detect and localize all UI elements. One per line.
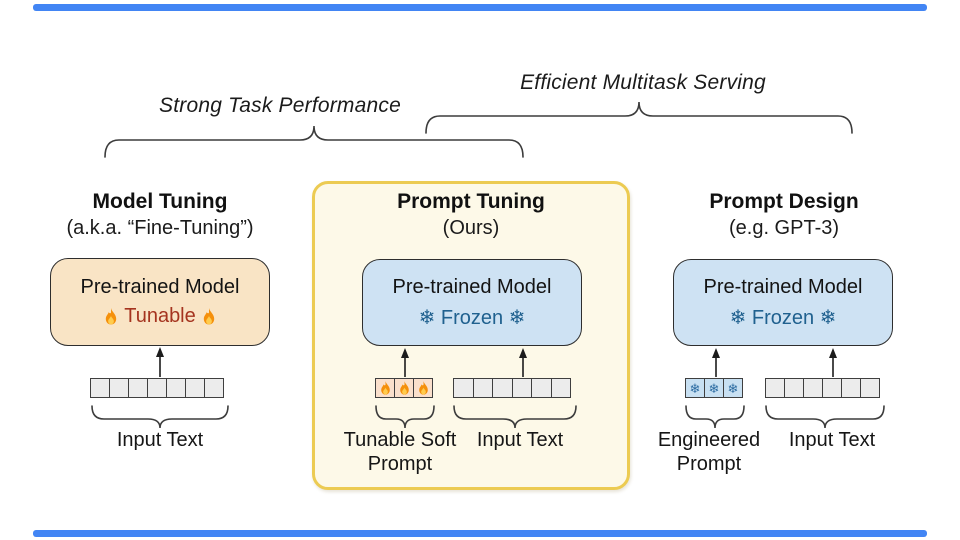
token-cell bbox=[784, 378, 804, 398]
soft-prompt-cell bbox=[375, 378, 395, 398]
pretrained-model-label: Pre-trained Model bbox=[80, 276, 240, 298]
arrow-head bbox=[156, 347, 164, 357]
token-cell bbox=[185, 378, 205, 398]
input-text-label: Input Text bbox=[476, 429, 564, 451]
token-cell bbox=[90, 378, 110, 398]
token-cell bbox=[128, 378, 148, 398]
right-over-brace bbox=[425, 101, 853, 134]
token-cell bbox=[803, 378, 823, 398]
column-title-prompt-design: Prompt Design bbox=[709, 190, 859, 213]
under-brace-input-text-3 bbox=[765, 405, 885, 429]
pretrained-model-box-frozen-right: Pre-trained Model ❄ Frozen ❄ bbox=[673, 259, 893, 346]
token-cell bbox=[841, 378, 861, 398]
tunable-label-row: Tunable bbox=[104, 305, 216, 328]
token-cell bbox=[109, 378, 129, 398]
flame-icon bbox=[418, 381, 428, 395]
token-cell bbox=[511, 378, 532, 398]
engineered-prompt-label: Engineered Prompt bbox=[657, 429, 761, 475]
token-cell bbox=[822, 378, 842, 398]
caption-efficient-multitask-serving: Efficient Multitask Serving bbox=[520, 71, 766, 94]
bottom-accent-bar bbox=[33, 530, 927, 537]
input-text-cells-model-tuning bbox=[90, 378, 224, 398]
token-cell bbox=[166, 378, 186, 398]
input-text-cells-prompt-design bbox=[765, 378, 880, 398]
top-accent-bar bbox=[33, 4, 927, 11]
engineered-prompt-cells: ❄ ❄ ❄ bbox=[685, 378, 743, 398]
token-cell bbox=[204, 378, 224, 398]
snowflake-icon: ❄ bbox=[708, 380, 720, 396]
token-cell bbox=[550, 378, 571, 398]
tunable-soft-prompt-cells bbox=[375, 378, 433, 398]
soft-prompt-cell bbox=[394, 378, 414, 398]
under-brace-engineered-prompt bbox=[685, 405, 745, 429]
snowflake-icon: ❄ bbox=[727, 380, 739, 396]
column-title-prompt-tuning: Prompt Tuning bbox=[397, 190, 545, 213]
token-cell bbox=[531, 378, 552, 398]
arrow-head bbox=[829, 348, 837, 358]
arrow-head bbox=[712, 348, 720, 358]
token-cell bbox=[147, 378, 167, 398]
tunable-label: Tunable bbox=[124, 305, 196, 327]
token-cell bbox=[453, 378, 474, 398]
token-cell bbox=[472, 378, 493, 398]
left-over-brace bbox=[104, 125, 524, 158]
column-title-model-tuning: Model Tuning bbox=[92, 190, 228, 213]
pretrained-model-box-tunable: Pre-trained Model Tunable bbox=[50, 258, 270, 346]
input-text-label: Input Text bbox=[116, 429, 204, 451]
snowflake-cell: ❄ bbox=[685, 378, 705, 398]
flame-icon bbox=[380, 381, 390, 395]
input-text-label: Input Text bbox=[788, 429, 876, 451]
snowflake-cell: ❄ bbox=[723, 378, 743, 398]
flame-icon bbox=[399, 381, 409, 395]
input-text-cells-prompt-tuning bbox=[453, 378, 571, 398]
snowflake-cell: ❄ bbox=[704, 378, 724, 398]
frozen-label: ❄ Frozen ❄ bbox=[418, 306, 526, 329]
soft-prompt-cell bbox=[413, 378, 433, 398]
token-cell bbox=[860, 378, 880, 398]
pretrained-model-label: Pre-trained Model bbox=[703, 275, 863, 298]
token-cell bbox=[492, 378, 513, 398]
flame-icon bbox=[203, 308, 214, 325]
tunable-soft-prompt-label: Tunable Soft Prompt bbox=[343, 429, 457, 475]
under-brace-input-text-1 bbox=[91, 405, 229, 429]
column-subtitle-model-tuning: (a.k.a. “Fine-Tuning”) bbox=[66, 217, 254, 239]
column-subtitle-prompt-design: (e.g. GPT-3) bbox=[728, 217, 840, 239]
token-cell bbox=[765, 378, 785, 398]
flame-icon bbox=[106, 308, 117, 325]
snowflake-icon: ❄ bbox=[689, 380, 701, 396]
caption-strong-task-performance: Strong Task Performance bbox=[159, 94, 401, 117]
frozen-label: ❄ Frozen ❄ bbox=[729, 306, 837, 329]
pretrained-model-box-frozen-center: Pre-trained Model ❄ Frozen ❄ bbox=[362, 259, 582, 346]
pretrained-model-label: Pre-trained Model bbox=[392, 275, 552, 298]
column-subtitle-prompt-tuning: (Ours) bbox=[442, 217, 500, 239]
